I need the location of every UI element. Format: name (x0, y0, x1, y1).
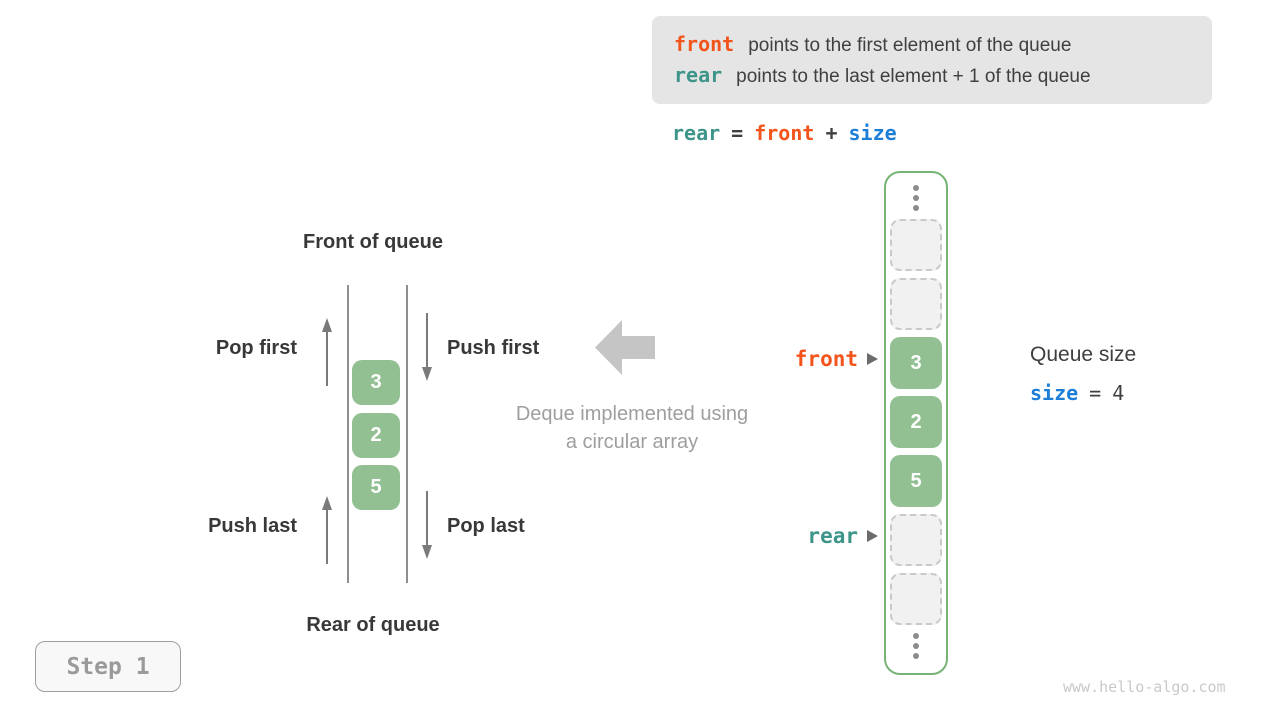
front-pointer-label: front (794, 347, 858, 371)
front-token: front (674, 32, 735, 56)
formula-plus: + (825, 121, 838, 145)
rear-formula: rear = front + size (672, 121, 897, 145)
array-cell-empty (890, 514, 942, 566)
push-first-label: Push first (447, 337, 540, 359)
rear-token: rear (674, 63, 723, 87)
formula-rear: rear (672, 121, 721, 145)
channel-right-line (406, 285, 408, 583)
deque-element-5: 5 (352, 465, 400, 510)
push-last-arrow-icon (322, 496, 332, 564)
ellipsis-top-icon (913, 184, 919, 212)
ellipsis-bottom-icon (913, 632, 919, 660)
front-pointer: front (718, 347, 878, 371)
formula-size: size (848, 121, 897, 145)
formula-front: front (754, 121, 815, 145)
push-last-label: Push last (208, 515, 297, 537)
rear-pointer: rear (718, 524, 878, 548)
rear-of-queue-label: Rear of queue (306, 614, 440, 636)
circular-array-column: 3 2 5 (884, 171, 948, 675)
size-token: size (1030, 381, 1079, 405)
array-cell-empty (890, 278, 942, 330)
caption-line-2: a circular array (565, 431, 699, 453)
pop-last-arrow-icon (422, 491, 432, 559)
array-cell-3: 3 (890, 337, 942, 389)
queue-size-label: Queue size (1030, 343, 1137, 366)
push-first-arrow-icon (422, 313, 432, 381)
array-cell-empty (890, 219, 942, 271)
pop-last-label: Pop last (447, 515, 525, 537)
size-equals: = (1089, 381, 1102, 405)
caption-line-1: Deque implemented using (515, 403, 749, 425)
pointer-legend-box: front points to the first element of the… (652, 16, 1212, 104)
rear-pointer-label: rear (807, 524, 858, 548)
front-of-queue-label: Front of queue (303, 231, 443, 253)
step-badge: Step 1 (35, 641, 181, 692)
array-cell-5: 5 (890, 455, 942, 507)
queue-size-value: size = 4 (1030, 381, 1124, 405)
size-number: 4 (1112, 381, 1125, 405)
array-cell-empty (890, 573, 942, 625)
rear-pointer-arrow-icon (867, 530, 878, 542)
watermark: www.hello-algo.com (1063, 678, 1226, 696)
front-description: points to the first element of the queue (748, 35, 1072, 56)
figure-caption: Deque implemented using a circular array (492, 400, 772, 456)
pop-first-label: Pop first (215, 337, 297, 359)
front-pointer-arrow-icon (867, 353, 878, 365)
deque-element-2: 2 (352, 413, 400, 458)
array-cell-2: 2 (890, 396, 942, 448)
deque-element-3: 3 (352, 360, 400, 405)
rear-description: points to the last element + 1 of the qu… (736, 66, 1091, 87)
channel-left-line (347, 285, 349, 583)
left-block-arrow-icon (595, 320, 655, 375)
formula-equals: = (731, 121, 744, 145)
legend-line-rear: rear points to the last element + 1 of t… (674, 63, 1212, 88)
pop-first-arrow-icon (322, 318, 332, 386)
legend-line-front: front points to the first element of the… (674, 32, 1212, 57)
